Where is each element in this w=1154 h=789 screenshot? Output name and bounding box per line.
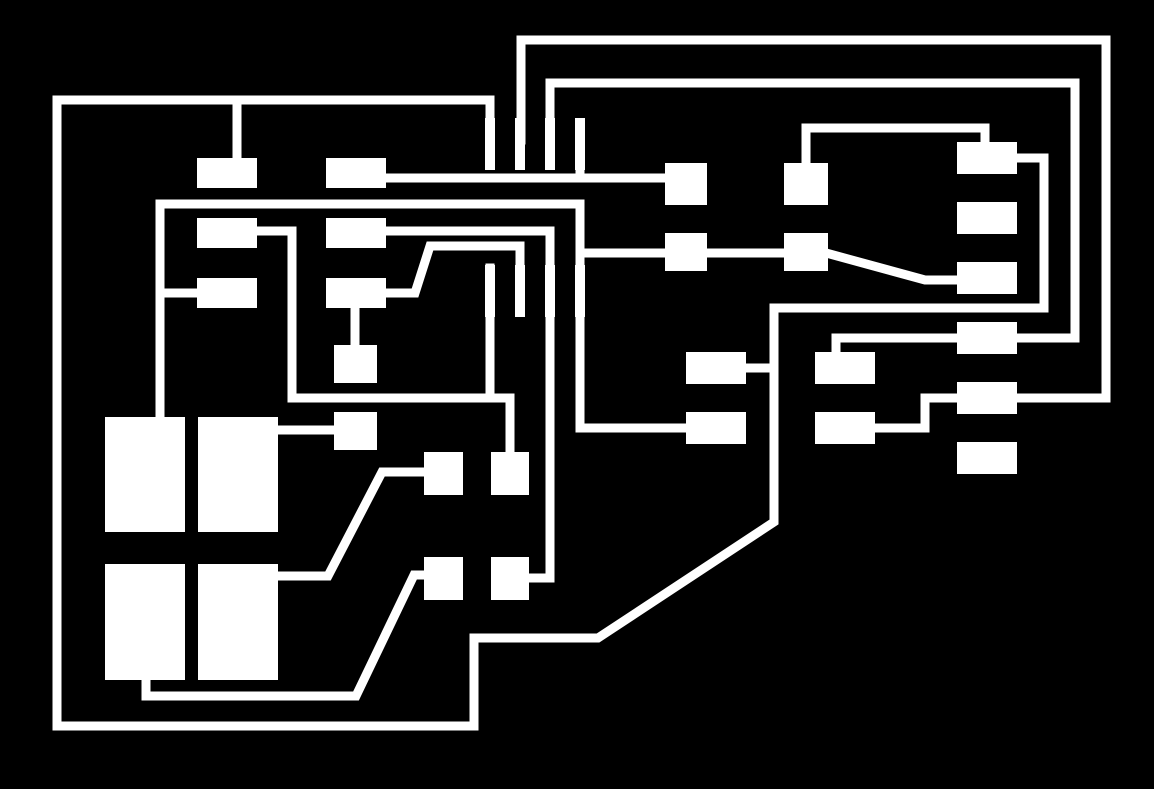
- connector-3: [957, 262, 1017, 294]
- trace-outer-loop: [52, 95, 1049, 731]
- trace-mid-to-c3: [575, 247, 965, 285]
- connector-4: [957, 322, 1017, 354]
- pad-b3: [326, 278, 386, 308]
- connector-2: [957, 202, 1017, 234]
- trace-top-loop-2: [545, 78, 1080, 343]
- pad-d2: [665, 233, 707, 271]
- header-mid-pin-4: [575, 265, 585, 317]
- header-top-pin-4: [575, 118, 585, 170]
- pad-d4: [784, 233, 828, 271]
- trace-b3: [381, 241, 525, 298]
- trace-left-inner: [155, 199, 585, 425]
- header-top-pin-3: [545, 118, 555, 170]
- pad-a3: [197, 278, 257, 308]
- header-mid-pin-3: [545, 265, 555, 317]
- pad-a1: [197, 158, 257, 188]
- pad-b4: [334, 345, 377, 383]
- pad-e4: [815, 412, 875, 444]
- trace-c4-top: [801, 123, 990, 173]
- pad-c3: [424, 557, 463, 600]
- large-pad-4: [198, 564, 278, 680]
- trace-mid-to-d2: [575, 305, 693, 433]
- trace-d4: [870, 393, 965, 433]
- pad-e1: [686, 352, 746, 384]
- header-top-pin-2: [515, 118, 525, 170]
- large-pad-3: [105, 564, 185, 680]
- header-mid-pin-1: [485, 265, 495, 317]
- trace-conn-2: [272, 467, 433, 581]
- trace-conn-3: [141, 570, 433, 701]
- pad-a2: [197, 218, 257, 248]
- header-top-pin-1: [485, 118, 495, 170]
- pad-d3: [784, 163, 828, 205]
- pad-b2: [326, 218, 386, 248]
- connector-1: [957, 142, 1017, 174]
- pad-e3: [815, 352, 875, 384]
- pad-b5: [334, 412, 377, 450]
- trace-top-loop-1: [516, 35, 1111, 403]
- trace-b2: [381, 226, 555, 583]
- pad-c1: [424, 452, 463, 495]
- large-pad-2: [198, 417, 278, 532]
- connector-5: [957, 382, 1017, 414]
- connector-6: [957, 442, 1017, 474]
- trace-group: [52, 35, 1111, 731]
- large-pad-1: [105, 417, 185, 532]
- pad-b1: [326, 158, 386, 188]
- header-mid-pin-2: [515, 265, 525, 317]
- trace-d3: [831, 333, 965, 360]
- pad-d1: [665, 163, 707, 205]
- pad-group: [105, 118, 1017, 680]
- trace-a2: [251, 226, 515, 460]
- pad-e2: [686, 412, 746, 444]
- pad-c2: [491, 452, 529, 495]
- pad-c4: [491, 557, 529, 600]
